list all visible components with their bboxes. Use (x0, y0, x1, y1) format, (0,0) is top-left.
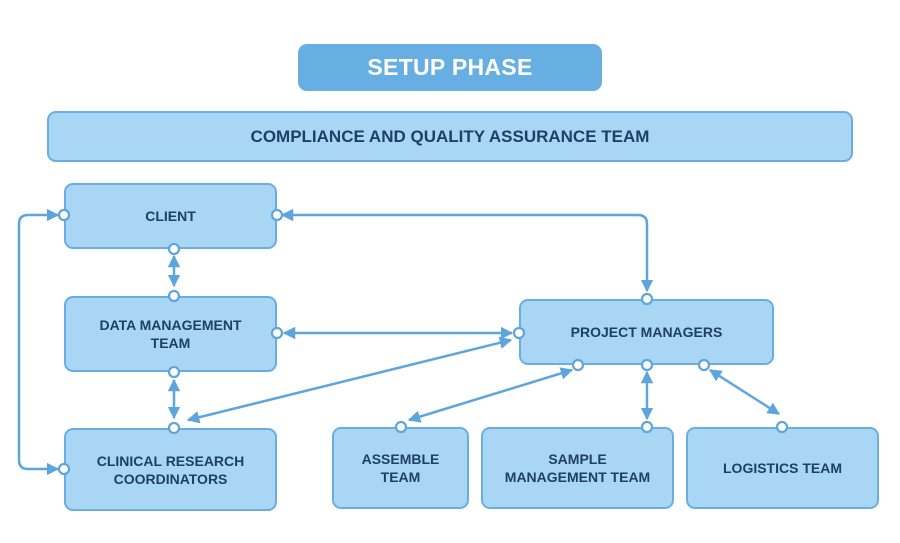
node-assemble-label: ASSEMBLE TEAM (361, 451, 440, 485)
port-dot (57, 462, 71, 476)
port-dot (571, 358, 585, 372)
port-dot (57, 208, 71, 222)
port-dot (512, 326, 526, 340)
connector-project-managers-logistics (708, 368, 781, 416)
port-dot (697, 358, 711, 372)
compliance-qa-team-label: COMPLIANCE AND QUALITY ASSURANCE TEAM (250, 126, 650, 146)
port-dot (167, 289, 181, 303)
port-dot (775, 420, 789, 434)
port-dot (167, 365, 181, 379)
phase-title-text: SETUP PHASE (367, 54, 533, 80)
port-dot (167, 421, 181, 435)
port-dot (640, 420, 654, 434)
connector-client-clinical-research (17, 208, 60, 476)
port-dot (167, 242, 181, 256)
port-dot (640, 358, 654, 372)
connector-clinical-research-project-managers (186, 336, 513, 424)
connector-client-project-managers (280, 208, 654, 293)
node-sample-management-team: SAMPLE MANAGEMENT TEAM (481, 427, 674, 509)
port-dot (270, 326, 284, 340)
port-dot (394, 420, 408, 434)
port-dot (270, 208, 284, 222)
node-client-label: CLIENT (145, 208, 196, 224)
connector-project-managers-assemble (407, 367, 574, 423)
node-data-management-label: DATA MANAGEMENT TEAM (99, 317, 242, 351)
node-logistics-label: LOGISTICS TEAM (723, 460, 842, 476)
phase-title: SETUP PHASE (298, 44, 602, 91)
node-assemble-team: ASSEMBLE TEAM (332, 427, 469, 509)
node-sample-management-label: SAMPLE MANAGEMENT TEAM (504, 451, 651, 485)
node-project-managers-label: PROJECT MANAGERS (570, 324, 723, 340)
port-dot (640, 292, 654, 306)
node-project-managers: PROJECT MANAGERS (519, 299, 774, 365)
node-clinical-research-label: CLINICAL RESEARCH COORDINATORS (96, 452, 245, 487)
node-clinical-research-coordinators: CLINICAL RESEARCH COORDINATORS (64, 428, 277, 511)
compliance-qa-team-banner: COMPLIANCE AND QUALITY ASSURANCE TEAM (47, 111, 853, 162)
